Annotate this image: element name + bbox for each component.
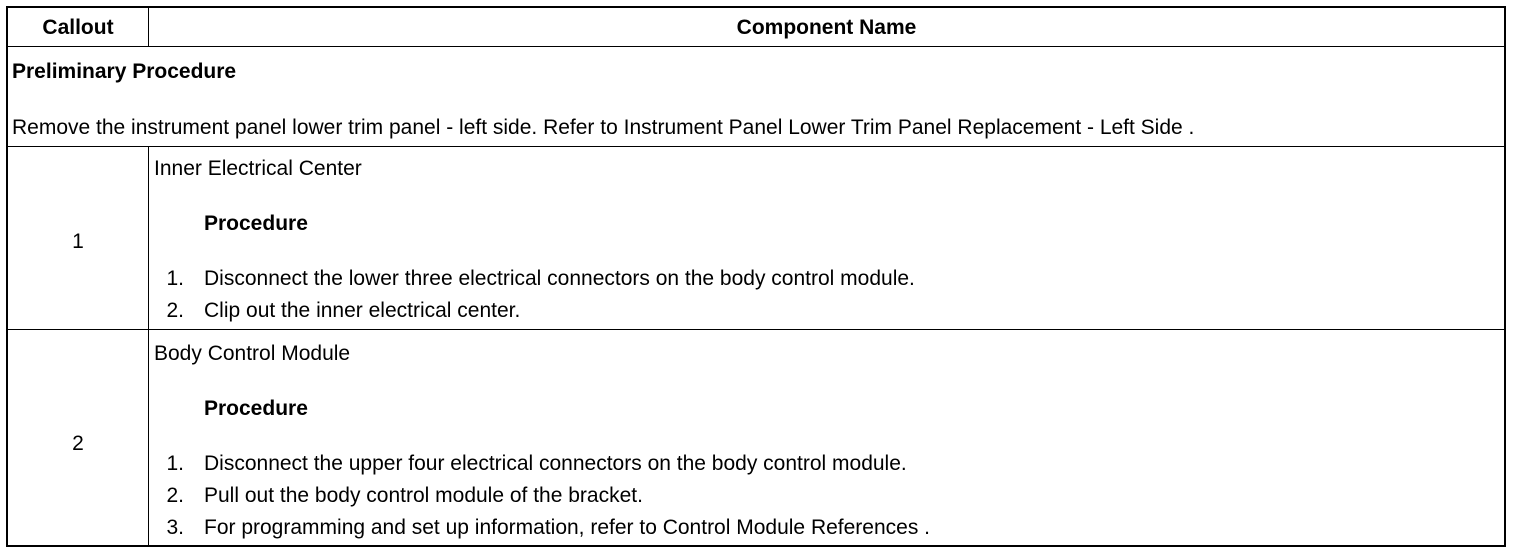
step-number: 3. (166, 516, 184, 539)
step-number: 1. (166, 452, 184, 475)
header-bottom-border (8, 46, 1504, 47)
preliminary-text: Remove the instrument panel lower trim p… (12, 116, 1195, 139)
preliminary-bottom-border (8, 146, 1504, 147)
header-component-name: Component Name (736, 16, 917, 39)
component-table: Callout Component Name Preliminary Proce… (6, 6, 1506, 547)
row1-procedure-label: Procedure (204, 212, 308, 235)
preliminary-title: Preliminary Procedure (12, 60, 237, 83)
row1-divider (148, 147, 149, 329)
row1-callout: 1 (72, 230, 84, 253)
step-text: For programming and set up information, … (204, 516, 931, 539)
row2-procedure-label: Procedure (204, 397, 308, 420)
step-number: 2. (166, 299, 184, 322)
step-text: Disconnect the lower three electrical co… (204, 267, 915, 290)
step-number: 2. (166, 484, 184, 507)
row2-divider (148, 330, 149, 547)
step-number: 1. (166, 267, 184, 290)
row1-bottom-border (8, 329, 1504, 330)
step-text: Disconnect the upper four electrical con… (204, 452, 907, 475)
step-text: Clip out the inner electrical center. (204, 299, 521, 322)
header-callout: Callout (42, 16, 114, 39)
row2-callout: 2 (72, 432, 84, 455)
row1-component: Inner Electrical Center (154, 157, 362, 180)
step-text: Pull out the body control module of the … (204, 484, 643, 507)
header-divider (148, 8, 149, 46)
row2-component: Body Control Module (154, 342, 351, 365)
